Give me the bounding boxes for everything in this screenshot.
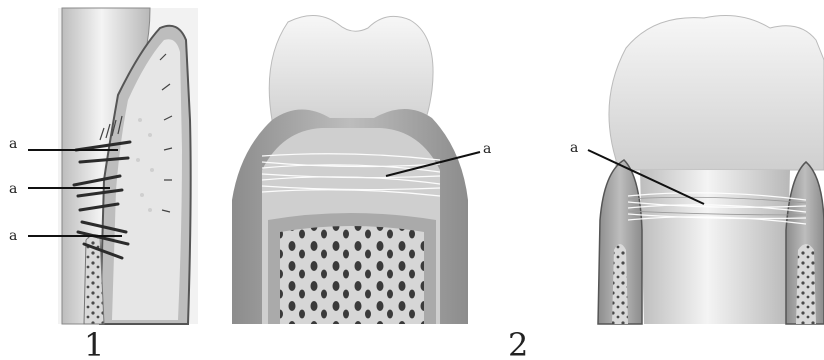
panel-2-right-illustration: a (570, 16, 824, 324)
label-a-center: a (483, 141, 491, 157)
molar-crown (609, 16, 824, 170)
panel-2-center-illustration: a 2 (232, 15, 528, 360)
label-a-right: a (570, 140, 578, 156)
panel-2-number: 2 (508, 326, 528, 360)
cancellous-bone (280, 226, 424, 324)
panel-1-illustration: a a a 1 (9, 8, 198, 360)
label-a-3: a (9, 228, 17, 244)
right-bone (796, 244, 816, 324)
label-a-1: a (9, 136, 17, 152)
panel-1-number: 1 (84, 326, 104, 360)
left-bone (612, 244, 628, 324)
label-a-2: a (9, 181, 17, 197)
